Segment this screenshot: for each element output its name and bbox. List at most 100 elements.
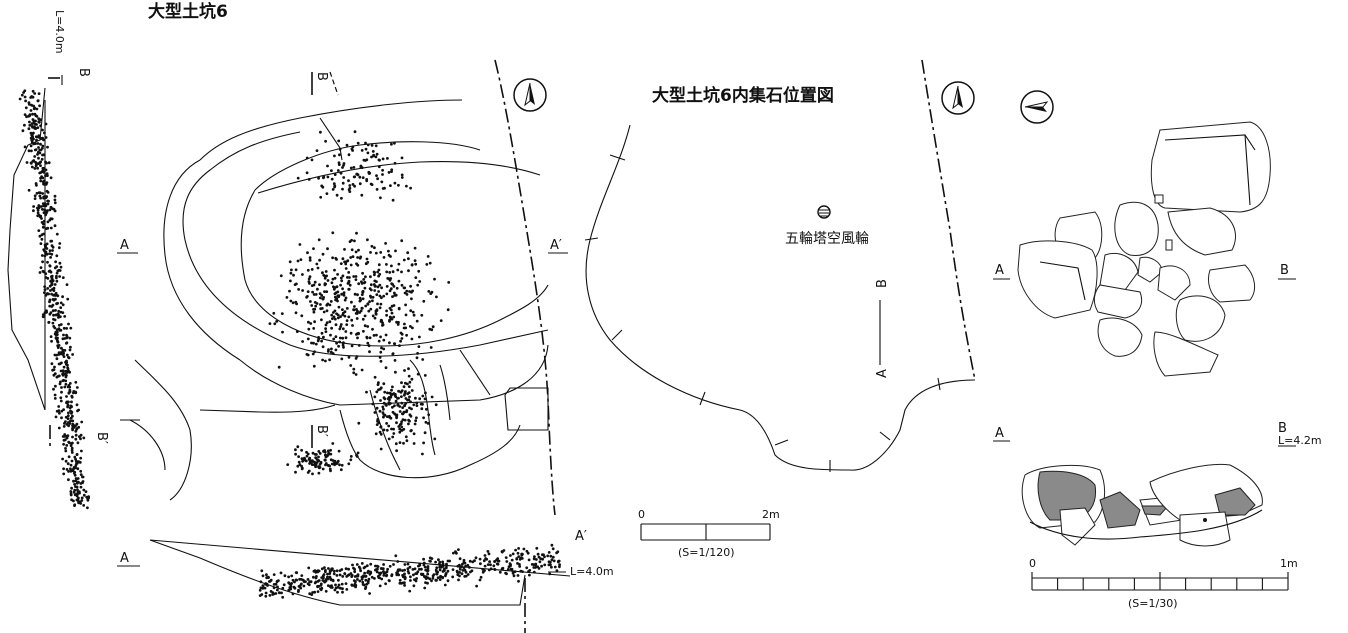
stone-dot	[327, 567, 330, 570]
stone-dot	[376, 383, 380, 386]
stone-dot	[28, 123, 32, 127]
stone-dot	[379, 350, 383, 354]
stone-dot	[501, 567, 504, 570]
stone-dot	[33, 194, 37, 198]
stone-dot	[426, 422, 430, 425]
stone-dot	[558, 565, 561, 569]
stone-dot	[415, 404, 419, 407]
stone-dot	[406, 251, 410, 255]
stone-dot	[64, 449, 68, 453]
stone-dot	[79, 473, 83, 476]
stone-dot	[324, 139, 327, 143]
stone-dot	[400, 173, 404, 177]
stone-dot	[428, 261, 432, 265]
stone-dot	[335, 312, 338, 316]
stone-dot	[46, 292, 49, 295]
stone-dot	[518, 563, 521, 566]
stone-dot	[458, 563, 461, 567]
stone-dot	[62, 372, 66, 376]
stone-dot	[42, 232, 45, 236]
stone-dot	[401, 406, 404, 409]
stone-dot	[310, 268, 314, 271]
stone-dot	[62, 333, 65, 337]
stone-dot	[386, 157, 389, 160]
gorinto-label: 五輪塔空風輪	[785, 230, 869, 247]
stone-dot	[69, 444, 73, 447]
stone-dot	[341, 313, 345, 317]
stone-dot	[414, 396, 417, 400]
stone-dot	[407, 385, 411, 388]
stone-dot	[36, 166, 39, 170]
stone-dot	[525, 566, 529, 570]
stone-dot	[36, 208, 40, 212]
stone-dot	[53, 372, 57, 376]
stone-dot	[356, 451, 360, 455]
stone-dot	[51, 249, 54, 252]
stone-dot	[87, 495, 90, 498]
stone-dot	[288, 260, 292, 264]
stone-dot	[366, 302, 370, 306]
stone-dot	[548, 572, 552, 576]
stone-dot	[69, 463, 73, 467]
stone-dot	[276, 588, 279, 592]
stone-dot	[349, 331, 353, 335]
stone-dot	[364, 147, 368, 151]
stone-dot	[43, 208, 47, 212]
stone-dot	[397, 306, 401, 310]
stone-dot	[71, 435, 74, 439]
stone-dot	[49, 335, 53, 338]
stone-dot	[344, 567, 348, 571]
stone-dot	[321, 579, 325, 582]
stone-dot	[319, 307, 323, 311]
stone-dot	[487, 552, 491, 556]
stone-dot	[29, 131, 33, 135]
stone-dot	[292, 585, 296, 589]
stone-dot	[406, 567, 410, 571]
stone-dot	[342, 162, 346, 165]
stone-dot	[331, 459, 335, 462]
stone-dot	[38, 171, 42, 175]
stone-dot	[55, 279, 59, 283]
stone-dot	[333, 268, 336, 272]
stone-dot	[367, 577, 371, 581]
stone-dot	[407, 418, 410, 422]
stone-dot	[509, 563, 512, 567]
stone-dot	[306, 471, 310, 474]
stone-dot	[296, 464, 300, 468]
stone-dot	[357, 344, 361, 347]
stone-dot	[407, 391, 411, 394]
stone-dot	[468, 559, 472, 563]
stone-dot	[423, 374, 427, 377]
stone-dot	[320, 318, 323, 322]
stone-dot	[418, 567, 421, 571]
stone-dot	[387, 437, 391, 441]
stone-dot	[410, 297, 413, 301]
stone-dot	[324, 270, 328, 273]
stone-dot	[46, 287, 50, 290]
stone-dot	[408, 589, 412, 593]
stone-dot	[532, 557, 536, 561]
stone-dot	[326, 279, 330, 282]
stone-dot	[314, 342, 318, 346]
stone-dot	[343, 260, 346, 264]
stone-dot	[403, 322, 406, 326]
stone-dot	[25, 115, 28, 119]
stone-dot	[316, 287, 319, 291]
scale-bar-30: 0 1m (S=1/30)	[1029, 557, 1298, 610]
stone-dot	[550, 558, 554, 562]
stone-dot	[407, 422, 410, 426]
stone-dot	[55, 330, 59, 334]
stone-dot	[39, 196, 42, 200]
stone-dot	[60, 390, 63, 394]
stone-dot	[442, 567, 446, 571]
stone-dot	[415, 319, 419, 323]
stone-dot	[79, 456, 83, 460]
stone-dot	[434, 568, 438, 572]
stone-dot	[290, 574, 294, 578]
stone-dot	[69, 492, 73, 496]
stone-dot	[413, 578, 416, 581]
stone-dot	[378, 283, 382, 287]
stone-dot	[23, 113, 27, 116]
stone-dot	[497, 559, 501, 563]
stone-dot	[391, 352, 395, 356]
